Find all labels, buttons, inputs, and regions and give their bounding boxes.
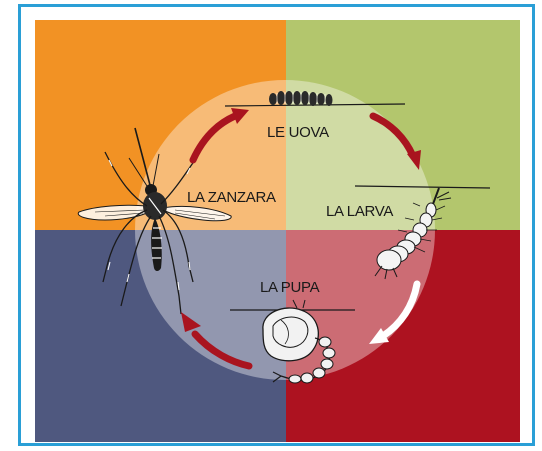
life-cycle-diagram: LE UOVA LA LARVA LA PUPA LA ZANZARA [35, 20, 520, 442]
label-pupa: LA PUPA [260, 279, 320, 296]
label-adult: LA ZANZARA [187, 189, 276, 206]
label-eggs: LE UOVA [267, 124, 329, 141]
label-larva: LA LARVA [326, 203, 393, 220]
